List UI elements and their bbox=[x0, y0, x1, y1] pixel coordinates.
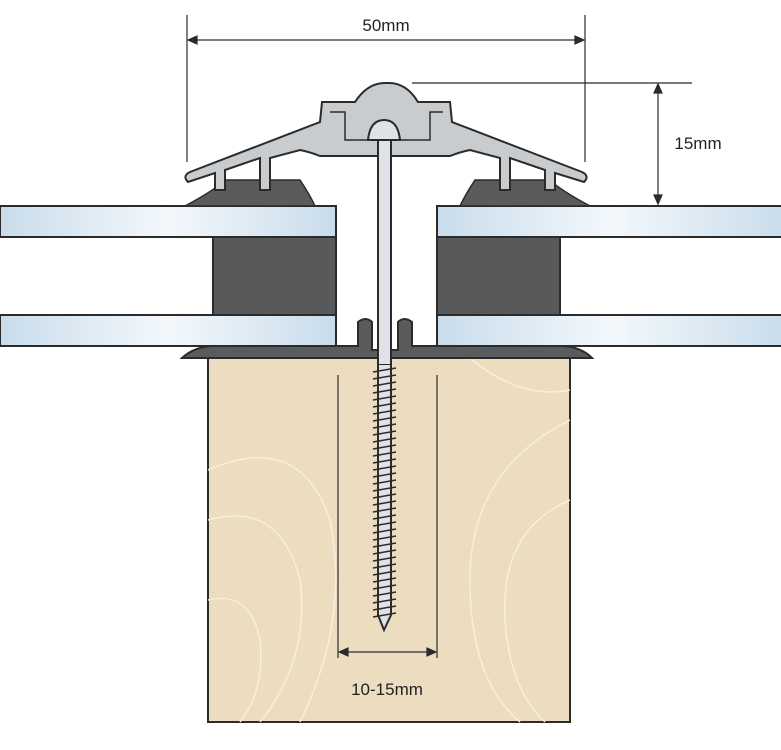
right-spacer bbox=[436, 236, 561, 316]
screw-thread bbox=[372, 367, 397, 618]
right-top-gasket bbox=[458, 179, 591, 207]
width-dimension-label: 50mm bbox=[362, 16, 409, 35]
left-polycarbonate-sheet bbox=[0, 205, 337, 347]
screw-head bbox=[366, 118, 402, 141]
screw bbox=[366, 118, 402, 633]
wood-grain bbox=[207, 357, 571, 723]
dimension-lines bbox=[186, 15, 692, 658]
left-top-gasket bbox=[184, 179, 317, 207]
left-spacer bbox=[212, 236, 337, 316]
fixing-dimension-label: 10-15mm bbox=[351, 680, 423, 699]
right-polycarbonate-sheet bbox=[436, 205, 781, 347]
height-dimension-label: 15mm bbox=[674, 134, 721, 153]
